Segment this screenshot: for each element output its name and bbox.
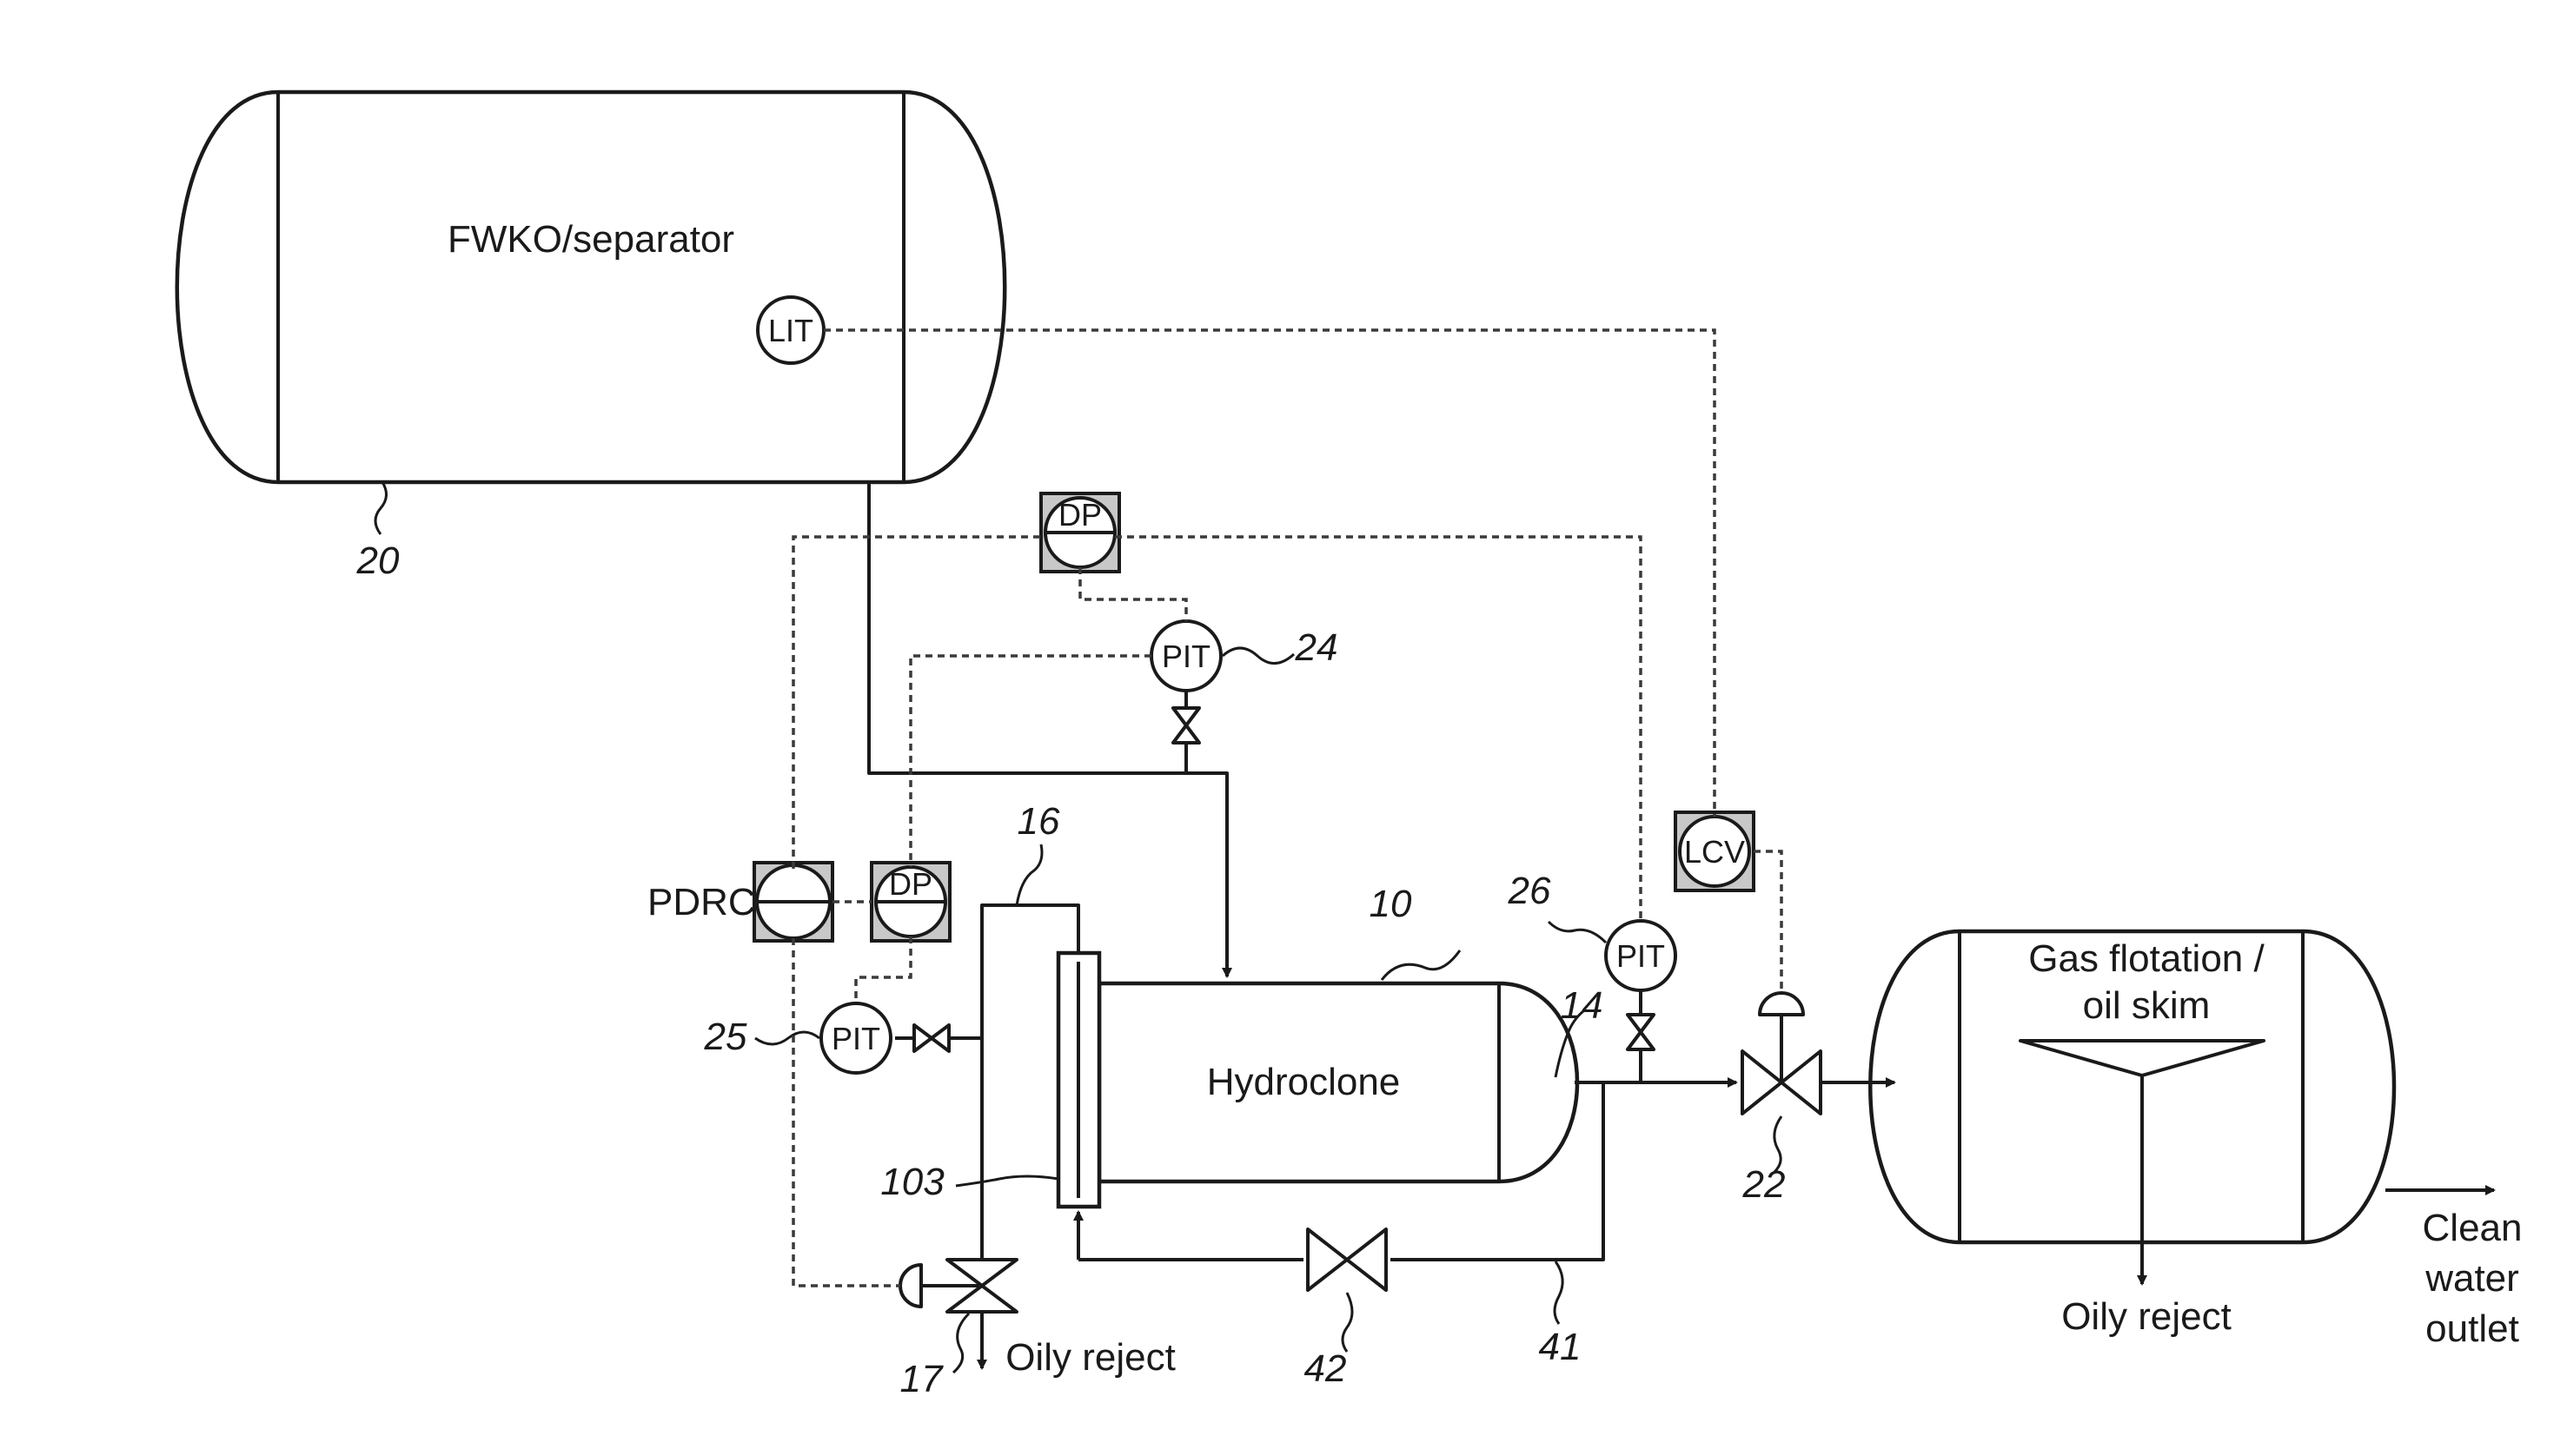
flotation-label-line2: oil skim [2083,984,2211,1027]
leader-26 [1549,922,1606,943]
recycle-valve-42 [1308,1229,1386,1290]
ref-numeral-24: 24 [1295,626,1338,669]
lit-label: LIT [768,313,813,348]
leader-20 [375,482,387,534]
ref-numeral-20: 20 [356,539,400,582]
valve17-actuator [900,1265,921,1307]
signal-dp-left-to-pit25 [856,936,911,1003]
signal-lcv-to-valve22 [1754,851,1781,993]
pit25-root-valve [914,1025,949,1051]
pit24-root-valve [1173,708,1199,743]
pit-25-instrument: PIT [821,1003,891,1073]
lit-instrument: LIT [758,297,824,363]
leader-42 [1343,1293,1352,1352]
dp-top-instrument: DP [1041,493,1119,572]
ref-numeral-41: 41 [1539,1326,1582,1368]
pit26-root-valve [1628,1015,1654,1049]
ref-numeral-42: 42 [1304,1347,1347,1390]
leader-17 [953,1314,969,1373]
hydroclone-vessel: Hydroclone [1099,983,1577,1181]
gas-flotation-vessel: Gas flotation / oil skim [1870,931,2394,1242]
ref-numeral-10: 10 [1370,883,1412,925]
leader-10 [1382,950,1460,980]
pit25-label: PIT [832,1021,880,1056]
lcv-controller: LCV [1675,812,1754,890]
oily-reject-left-label: Oily reject [1005,1336,1176,1379]
ref-numeral-25: 25 [704,1016,747,1058]
pit-26-instrument: PIT [1606,921,1675,990]
separator-label: FWKO/separator [448,218,734,261]
ref-numeral-17: 17 [900,1358,944,1400]
lcv-label: LCV [1684,834,1745,870]
dp-top-label: DP [1058,497,1102,533]
dp-left-instrument: DP [872,863,950,941]
signal-dp-top-to-pit26 [1115,537,1641,921]
clean-water-line2: water [2424,1257,2519,1300]
ref-numeral-14: 14 [1561,984,1603,1027]
leader-16 [1017,844,1042,905]
valve22-actuator [1760,993,1803,1015]
clean-water-line3: outlet [2425,1307,2519,1350]
ref-numeral-103: 103 [880,1161,945,1203]
pdrc-label: PDRC [647,881,756,923]
pit26-label: PIT [1616,938,1665,974]
ref-numeral-26: 26 [1508,870,1551,912]
leader-41 [1555,1261,1562,1324]
ref-numeral-22: 22 [1742,1163,1786,1206]
pit-24-instrument: PIT [1151,621,1221,691]
leader-25 [755,1032,819,1044]
oily-reject-right-label: Oily reject [2061,1295,2232,1338]
leader-103 [956,1176,1058,1186]
signal-pdrc-to-dp-top [793,537,1045,869]
dp-left-label: DP [889,866,932,902]
pdrc-controller [754,863,832,941]
clean-water-line1: Clean [2423,1207,2523,1249]
hydroclone-label: Hydroclone [1207,1061,1401,1103]
fwko-separator-vessel: FWKO/separator [177,92,1005,482]
signal-dp-top-to-pit24 [1080,567,1186,621]
pit24-label: PIT [1162,639,1211,674]
flotation-label-line1: Gas flotation / [2028,937,2265,980]
ref-numeral-16: 16 [1018,800,1060,843]
leader-24 [1223,648,1294,664]
signal-pdrc-to-valve17 [793,938,900,1286]
